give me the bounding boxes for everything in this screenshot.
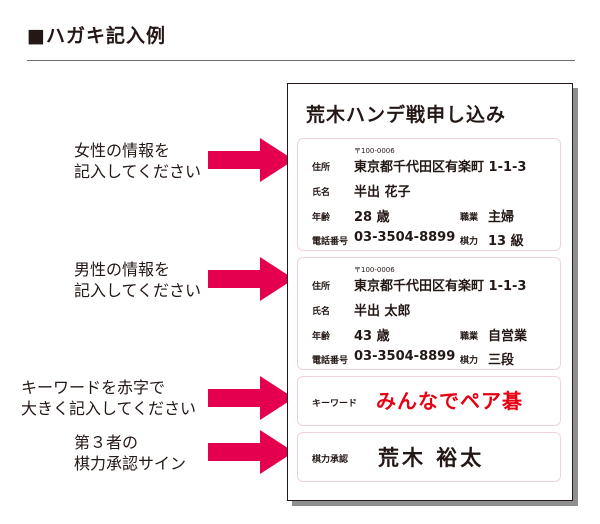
age-label: 年齢 (312, 332, 331, 342)
postcard: 荒木ハンデ戦申し込み 〒100-0006 住所 東京都千代田区有楽町 1-1-3… (287, 83, 573, 501)
note-male-line1: 男性の情報を (74, 260, 171, 279)
address-value: 東京都千代田区有楽町 1-1-3 (354, 160, 527, 175)
keyword-label: キーワード (312, 399, 358, 409)
postal-code: 〒100-0006 (354, 147, 395, 155)
rank-label: 棋力 (460, 356, 479, 366)
form-title: 荒木ハンデ戦申し込み (306, 104, 507, 126)
age-value: 28 歳 (354, 210, 390, 225)
female-info-section: 〒100-0006 住所 東京都千代田区有楽町 1-1-3 氏名 半出 花子 年… (297, 138, 561, 251)
page-heading: ■ハガキ記入例 (27, 25, 166, 47)
note-male: 男性の情報を 記入してください (74, 259, 201, 301)
arrow-right-icon (208, 257, 294, 301)
note-approver-line1: 第３者の (74, 433, 139, 452)
note-keyword-line2: 大きく記入してください (21, 399, 197, 418)
note-female: 女性の情報を 記入してください (74, 140, 201, 182)
rank-value: 三段 (488, 353, 515, 368)
keyword-value: みんなでペア碁 (376, 389, 523, 413)
occupation-value: 主婦 (488, 210, 515, 225)
approver-signature: 荒木 裕太 (378, 445, 485, 470)
note-female-line2: 記入してください (74, 162, 202, 181)
address-label: 住所 (312, 282, 331, 292)
name-label: 氏名 (312, 307, 331, 317)
phone-value: 03-3504-8899 (354, 230, 456, 245)
note-approver: 第３者の 棋力承認サイン (74, 432, 186, 474)
arrow-right-icon (208, 376, 294, 420)
rank-value: 13 級 (488, 234, 524, 249)
heading-divider (27, 60, 575, 61)
rank-label: 棋力 (460, 237, 479, 247)
arrow-right-icon (208, 430, 294, 474)
note-approver-line2: 棋力承認サイン (74, 454, 187, 473)
phone-label: 電話番号 (312, 356, 349, 366)
note-female-line1: 女性の情報を (74, 141, 171, 160)
male-info-section: 〒100-0006 住所 東京都千代田区有楽町 1-1-3 氏名 半出 太郎 年… (297, 257, 561, 370)
keyword-section: キーワード みんなでペア碁 (297, 376, 561, 426)
phone-value: 03-3504-8899 (354, 349, 456, 364)
name-label: 氏名 (312, 188, 331, 198)
approval-section: 棋力承認 荒木 裕太 (297, 432, 561, 482)
age-label: 年齢 (312, 213, 331, 223)
note-keyword-line1: キーワードを赤字で (21, 378, 166, 397)
address-value: 東京都千代田区有楽町 1-1-3 (354, 279, 527, 294)
address-label: 住所 (312, 163, 331, 173)
note-male-line2: 記入してください (74, 281, 202, 300)
occupation-label: 職業 (460, 213, 479, 223)
arrow-right-icon (208, 138, 294, 182)
postal-code: 〒100-0006 (354, 266, 395, 274)
phone-label: 電話番号 (312, 237, 349, 247)
age-value: 43 歳 (354, 329, 390, 344)
note-keyword: キーワードを赤字で 大きく記入してください (21, 377, 196, 419)
occupation-value: 自営業 (488, 329, 528, 344)
name-value: 半出 太郎 (354, 304, 411, 319)
name-value: 半出 花子 (354, 185, 411, 200)
approval-label: 棋力承認 (312, 455, 349, 465)
occupation-label: 職業 (460, 332, 479, 342)
